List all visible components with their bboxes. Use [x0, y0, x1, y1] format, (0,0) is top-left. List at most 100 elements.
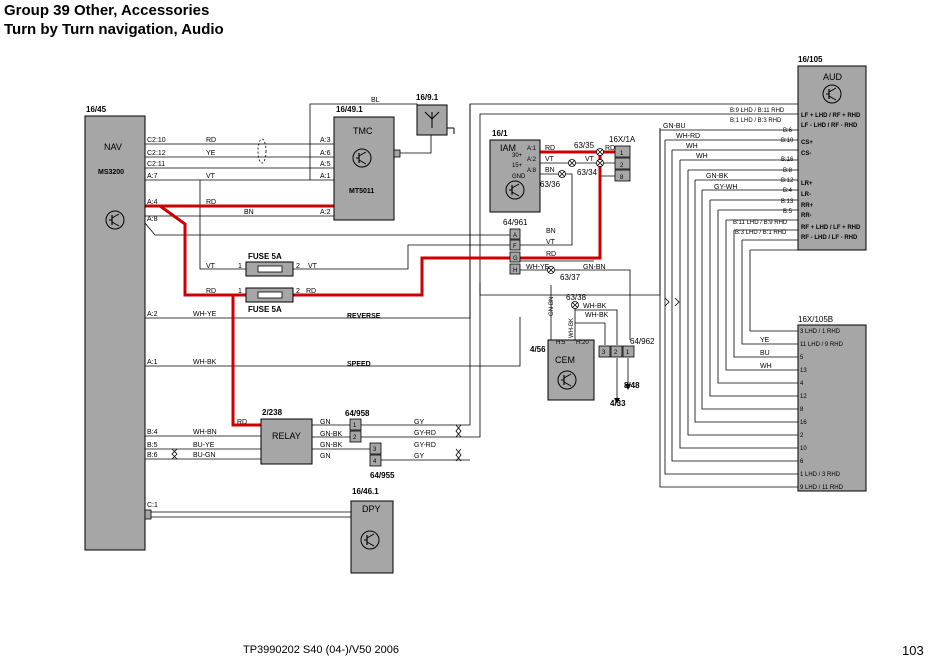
conn-16x1a-pin-1: [614, 145, 631, 158]
wire-color-label: BL: [371, 97, 380, 104]
conn-16x105b-pin-label: 16: [800, 420, 807, 426]
cem-module: [547, 339, 595, 401]
wire-color-label: VT: [308, 263, 318, 270]
conn-64-961-ref: 64/961: [503, 218, 528, 227]
wire-color-label: RD: [605, 145, 615, 152]
splice-63-38: [571, 301, 579, 309]
wire-color-label: GN-BK: [706, 173, 729, 180]
fuse-pin-label: 2: [296, 263, 300, 270]
conn-64-958-pin-label: 2: [353, 435, 357, 441]
aud-pin-label: B:3 LHD / B:1 RHD: [735, 230, 787, 236]
wire-color-label: WH-YE: [193, 311, 217, 318]
tmc-model: MT5011: [349, 188, 374, 195]
iam-pin-g: [509, 251, 521, 263]
cem-ref: 4/56: [530, 345, 546, 354]
iam-connector-label: A: [513, 233, 517, 239]
splice-63-35: [596, 148, 604, 156]
wire-color-label: BN: [545, 167, 555, 174]
aud-pin-label: B:8: [783, 168, 793, 174]
iam-name: IAM: [500, 143, 516, 153]
splice-63-34: [596, 159, 604, 167]
signal-reverse-label: REVERSE: [347, 313, 381, 320]
wire-color-label: WH: [696, 153, 708, 160]
wire-color-label: GN-BK: [320, 431, 343, 438]
nav-name: NAV: [104, 142, 122, 152]
nav-pin-label: C2:11: [147, 161, 165, 168]
wire-color-label: WH-BN: [193, 429, 217, 436]
shield-symbol: [257, 138, 267, 164]
iam-pin-h: [509, 263, 521, 275]
wire-color-label: RD: [206, 288, 216, 295]
fuse1-label: FUSE 5A: [248, 252, 282, 261]
wire-color-label: BU: [760, 350, 770, 357]
conn-64-958-pin-1: [349, 418, 362, 431]
iam-pin-a: [509, 228, 521, 240]
wire-color-label: WH-BK: [585, 312, 609, 319]
aud-name: AUD: [823, 72, 843, 82]
aud-ref: 16/105: [798, 55, 823, 64]
iam-pin-label: A:8: [527, 168, 537, 174]
aud-pin-label: B:5: [783, 209, 793, 215]
splice-63-37-ref: 63/37: [560, 273, 581, 282]
conn-16x1a-pin-8: [614, 169, 631, 182]
tmc-pin-label: A:6: [320, 150, 331, 157]
conn-16x105b-pin-label: 8: [800, 407, 804, 413]
twist-symbol-2: [455, 424, 462, 438]
header-line-2: Turn by Turn navigation, Audio: [4, 21, 224, 38]
tmc-pin-label: A:5: [320, 161, 331, 168]
conn-16x105b-pin-label: 9 LHD / 11 RHD: [800, 485, 844, 491]
wire-color-label: VT: [546, 239, 556, 246]
wire-color-label: GN-BU: [663, 123, 686, 130]
wire-color-label: RD: [546, 251, 556, 258]
nav-pin-label: A:1: [147, 359, 158, 366]
aud-signal-label: RF + LHD / LF + RHD: [801, 225, 861, 231]
wire-color-label: GY-RD: [414, 430, 436, 437]
dpy-module: [350, 500, 394, 574]
conn-64-958-pin-label: 1: [353, 423, 357, 429]
wire-color-label: WH-BK: [569, 318, 575, 338]
nav-module: [84, 115, 146, 551]
tmc-pin-label: A:3: [320, 137, 331, 144]
aud-signal-label: LF + LHD / RF + RHD: [801, 113, 861, 119]
nav-model: MS3200: [98, 169, 124, 176]
aud-pin-label: B:10: [781, 138, 794, 144]
conn-16x105b-pin-label: 1 LHD / 3 RHD: [800, 472, 841, 478]
conn-16x1a-pin-label: 8: [620, 175, 624, 181]
conn-64-962-pin-label: 1: [626, 350, 630, 356]
aud-pin-label: B:9 LHD / B:11 RHD: [730, 108, 785, 114]
nav-pin-label: A:8: [147, 216, 158, 223]
twist-symbol-1: [171, 448, 178, 460]
wire-color-label: WH: [686, 143, 698, 150]
relay-module: [260, 418, 313, 465]
relay-ref: 2/238: [262, 408, 283, 417]
aud-pin-label: B:11 LHD / B:9 RHD: [733, 220, 788, 226]
aud-signal-label: RR-: [801, 213, 812, 219]
highlighted-power-wires: [145, 150, 615, 427]
signal-speed-label: SPEED: [347, 361, 371, 368]
aud-pin-label: B:1 LHD / B:3 RHD: [730, 118, 782, 124]
wire-color-label: RD: [206, 137, 216, 144]
aud-pin-label: B:12: [781, 178, 794, 184]
aud-signal-label: LR+: [801, 181, 813, 187]
wire-color-label: GN: [320, 453, 331, 460]
nav-pin-label: A:7: [147, 173, 158, 180]
conn-64-962-ref: 64/962: [630, 337, 655, 346]
conn-16x105b-pin-label: 12: [800, 394, 807, 400]
conn-64-958-pin-2: [349, 430, 362, 443]
conn-64-962-pin-label: 3: [602, 350, 606, 356]
aud-pin-label: B:6: [783, 128, 793, 134]
ground-arrow-8-48: [625, 384, 631, 390]
wire-color-label: WH-YE: [526, 264, 550, 271]
conn-16x1a-pin-label: 2: [620, 163, 624, 169]
wire-color-label: VT: [206, 173, 216, 180]
iam-pin-label: 15+: [512, 163, 523, 169]
conn-16x1a-pin-label: 1: [620, 151, 624, 157]
cem-pin-label: H:5: [556, 340, 566, 346]
aud-signal-label: RF - LHD / LF - RHD: [801, 235, 858, 241]
wire-color-label: VT: [545, 156, 555, 163]
wire-color-label: YE: [760, 337, 770, 344]
document-reference: TP3990202 S40 (04-)/V50 2006: [243, 644, 399, 656]
wire-color-label: GY: [414, 453, 424, 460]
iam-pin-label: GND: [512, 174, 526, 180]
